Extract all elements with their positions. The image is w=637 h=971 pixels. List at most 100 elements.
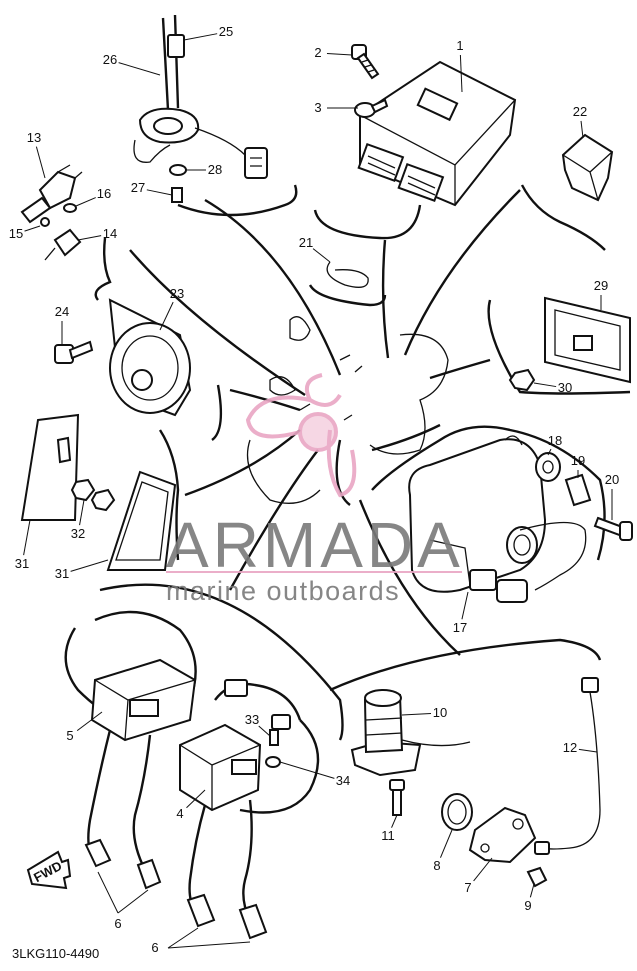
leader-line-30 [533,382,557,388]
leader-lines [23,33,613,898]
screw-3 [354,98,389,118]
propeller-logo-icon [245,373,357,498]
callout-6-spark-plug-cap: 6 [114,916,121,931]
leader-line-34 [279,761,335,779]
sensor-plate-7 [468,806,537,864]
callout-25-sensor-lead: 25 [219,24,233,39]
callout-17-actuator: 17 [453,620,467,635]
leader-line-23 [159,301,174,331]
screw-27 [171,187,183,203]
leader-line-27 [146,189,173,196]
leader-line-4 [186,789,206,809]
reflector-31b [106,470,177,571]
leader-line-15 [24,225,41,232]
diagram-code: 3LKG110-4490 [12,946,99,961]
leader-line-32 [79,499,85,526]
actuator-17 [408,435,587,603]
callout-30-nut: 30 [558,380,572,395]
ecu-unit [357,60,517,207]
callout-9-bolt: 9 [524,898,531,913]
leader-line-13 [35,146,46,179]
callout-13-switch: 13 [27,130,41,145]
callout-1-ecu: 1 [456,38,463,53]
nut-32 [56,436,116,512]
leader-line-21 [312,248,331,263]
callout-4-ignition-coil: 4 [176,806,183,821]
collar-19 [564,473,592,507]
callout-18-grommet: 18 [548,433,562,448]
leader-line-16 [75,197,96,207]
callout-12-lead-wire: 12 [563,740,577,755]
screw-33 [269,729,279,746]
washer-28 [169,164,187,176]
o-ring-8 [441,793,473,831]
callout-7-sensor-plate: 7 [464,880,471,895]
callout-31-reflector: 31 [55,566,69,581]
callout-labels: 1234566789101112131415161718192021222324… [9,24,619,955]
reflector-29 [544,296,631,384]
leader-line-8 [440,829,453,858]
leader-line-1 [459,54,463,93]
leader-line-18 [547,448,552,456]
leader-line-9 [529,883,535,898]
bolt-9 [526,866,548,888]
callout-26-sensor: 26 [103,52,117,67]
leader-line-2 [326,53,353,56]
callout-31-reflector: 31 [15,556,29,571]
nut-30 [508,368,536,392]
leader-line-10 [401,712,432,716]
leader-line-5 [76,711,103,731]
watermark-tagline: marine outboards [166,576,400,606]
leader-line-14 [77,235,102,241]
grommet-18 [535,452,561,482]
reflector-31a [20,413,80,521]
ignition-coil-4 [179,679,320,921]
bolt-11 [389,779,405,816]
leader-line-31 [23,519,31,556]
bolt-20 [593,516,633,541]
bolt-2 [351,44,380,80]
callout-27-screw: 27 [131,180,145,195]
callout-24-bolt: 24 [55,304,69,319]
callout-16-clip: 16 [97,186,111,201]
callout-8-o-ring: 8 [433,858,440,873]
relay-22 [561,133,614,202]
caps-bracket-lines [97,871,251,949]
callout-14-sender: 14 [103,226,117,241]
leader-line-33 [258,725,271,737]
leader-line-26 [118,62,161,76]
callout-20-bolt: 20 [605,472,619,487]
callout-22-relay: 22 [573,104,587,119]
leader-line-22 [580,120,584,139]
leader-line-31 [70,559,109,572]
callout-34-washer: 34 [336,773,350,788]
fwd-arrow: FWD [26,850,72,890]
callout-21-band: 21 [299,235,313,250]
bolt-24 [54,340,94,364]
region-brackets [94,184,631,741]
horn-23 [108,298,192,417]
screw-15 [40,217,50,227]
sender-14 [44,228,82,261]
callout-10-solenoid: 10 [433,705,447,720]
switch-13 [20,164,83,224]
callout-2-bolt: 2 [314,45,321,60]
callout-28-washer: 28 [208,162,222,177]
washer-34 [265,756,281,768]
solenoid-10 [350,689,471,777]
spark-plug-caps [84,838,268,940]
engine-outline [246,316,449,504]
callout-33-screw: 33 [245,712,259,727]
leader-line-17 [461,591,469,620]
callout-29-reflector: 29 [594,278,608,293]
callout-23-horn: 23 [170,286,184,301]
callout-6-spark-plug-cap: 6 [151,940,158,955]
callout-15-screw: 15 [9,226,23,241]
leader-line-7 [473,857,493,882]
leader-line-25 [183,33,218,41]
callout-19-collar: 19 [571,453,585,468]
clip-16 [63,203,77,213]
leader-line-11 [391,814,398,828]
leader-line-12 [578,748,598,753]
